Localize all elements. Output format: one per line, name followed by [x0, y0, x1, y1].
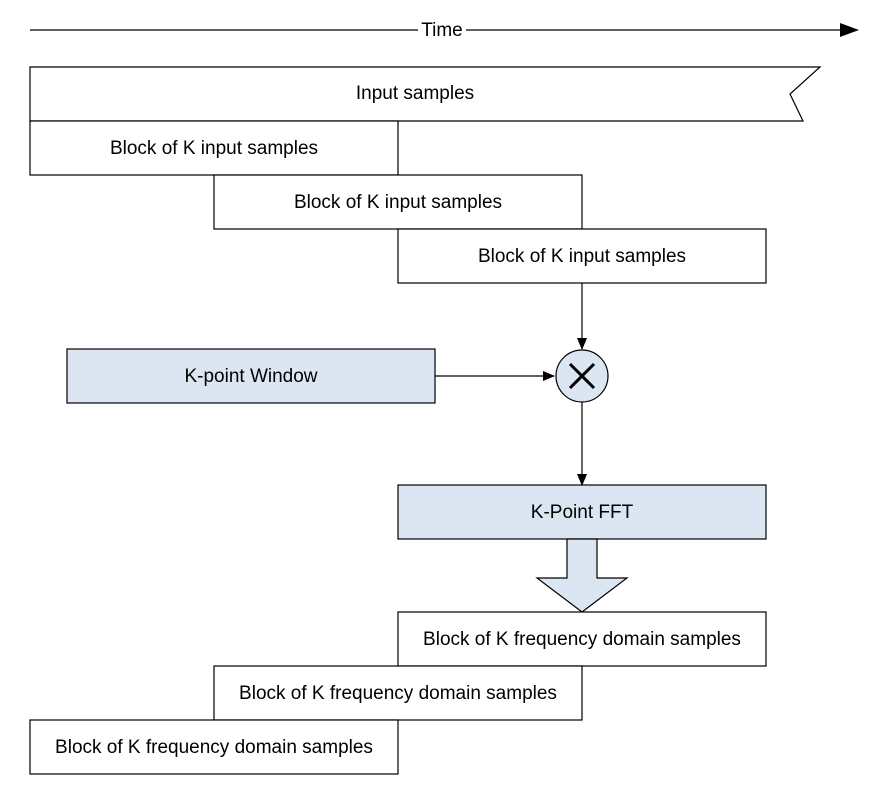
time-axis-label: Time: [421, 20, 463, 41]
input-block-3-label: Block of K input samples: [478, 246, 686, 267]
output-block-3-label: Block of K frequency domain samples: [55, 737, 373, 758]
window-box: [66, 348, 436, 404]
fft-label: K-Point FFT: [531, 502, 634, 523]
input-block-1-label: Block of K input samples: [110, 138, 318, 159]
input-samples-label: Input samples: [356, 83, 474, 104]
window-label: K-point Window: [184, 366, 317, 387]
output-block-2-box: [213, 665, 583, 721]
output-block-1-label: Block of K frequency domain samples: [423, 629, 741, 650]
output-block-3: Block of K frequency domain samples: [29, 719, 399, 775]
fft-block: K-Point FFT: [397, 484, 767, 540]
input-block-2-box: [213, 174, 583, 230]
output-block-1-box: [397, 611, 767, 667]
time-axis-arrowhead: [840, 23, 859, 37]
fft-output-block-arrow: [535, 538, 629, 613]
input-block-3: Block of K input samples: [397, 228, 767, 284]
output-block-2: Block of K frequency domain samples: [213, 665, 583, 721]
output-block-3-box: [29, 719, 399, 775]
output-block-2-label: Block of K frequency domain samples: [239, 683, 557, 704]
input-block-2-label: Block of K input samples: [294, 192, 502, 213]
output-block-1: Block of K frequency domain samples: [397, 611, 767, 667]
input-block-1: Block of K input samples: [29, 120, 399, 176]
window-block: K-point Window: [66, 348, 436, 404]
multiplier-node: [555, 349, 609, 403]
input-samples-stream: Input samples: [29, 66, 822, 122]
input-samples-shape: [29, 66, 822, 122]
time-axis: Time: [30, 20, 859, 41]
input-block-1-box: [29, 120, 399, 176]
multiply-icon: [568, 362, 596, 390]
fft-box: [397, 484, 767, 540]
input-block-2: Block of K input samples: [213, 174, 583, 230]
